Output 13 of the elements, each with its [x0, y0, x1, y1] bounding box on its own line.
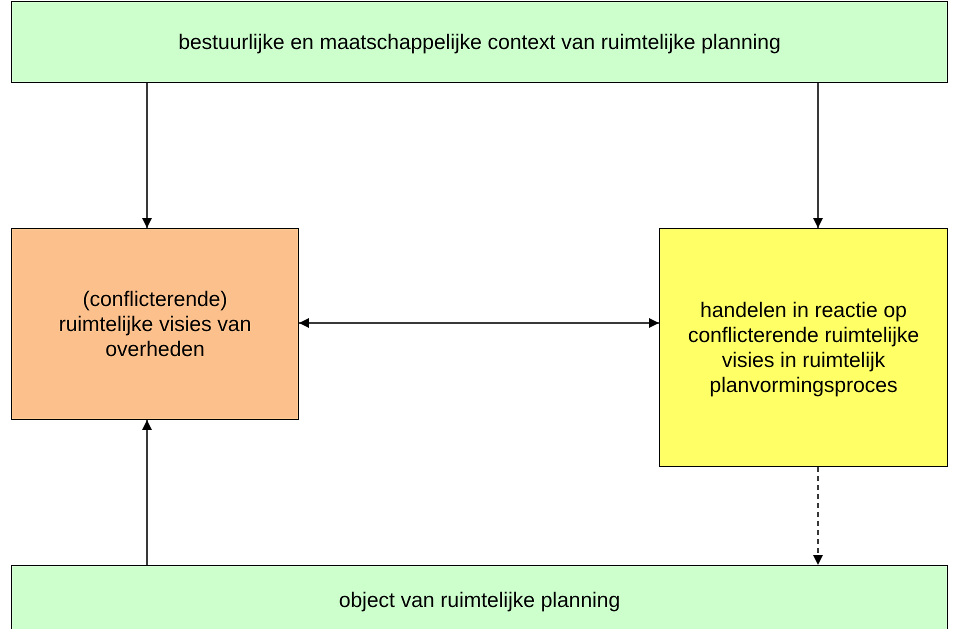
node-text: handelen in reactie op conflicterende ruimtelijke visies in ruimtelijk planvormingsproces: [686, 298, 920, 398]
node-text: bestuurlijke en maatschappelijke context van ruimtelijke planning: [178, 30, 781, 54]
process-box: [659, 228, 948, 467]
arrow: [142, 420, 152, 565]
node-text: (conflicterende) ruimtelijke visies van overheden: [58, 286, 252, 362]
process-box: [11, 228, 299, 420]
arrow: [142, 83, 152, 228]
arrow: [299, 318, 659, 328]
process-box: [11, 1, 948, 83]
arrow: [813, 467, 823, 565]
node-text: object van ruimtelijke planning: [338, 588, 620, 612]
process-box: [11, 565, 948, 629]
arrow: [813, 83, 823, 228]
